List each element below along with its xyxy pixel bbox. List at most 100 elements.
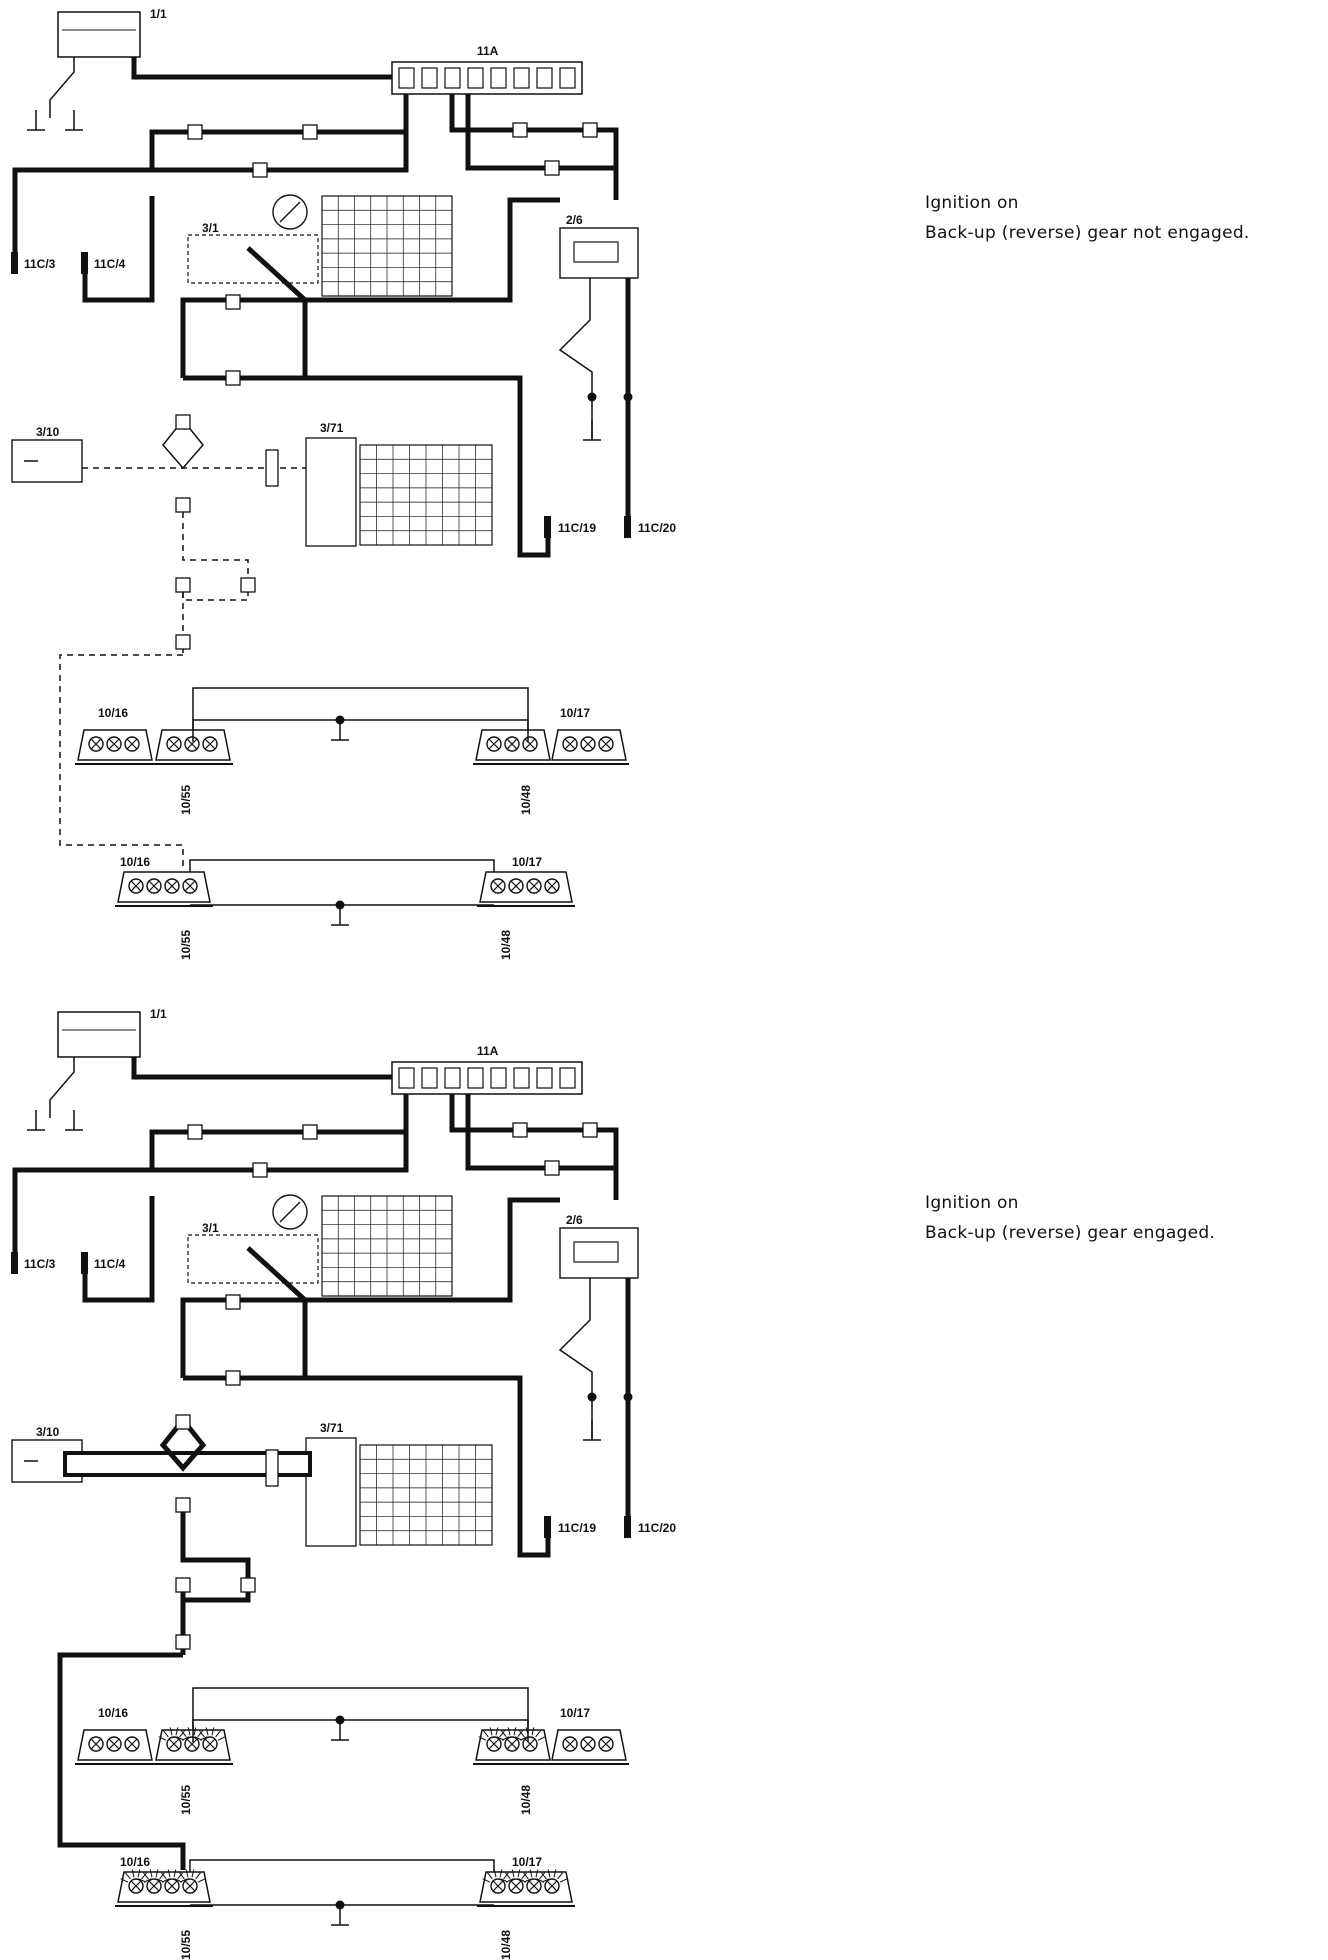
- fuse-slot: [513, 1067, 530, 1089]
- lamp-10-17-a-ray: [517, 1730, 524, 1738]
- lamp-10-16-b-ray: [193, 1727, 197, 1736]
- lamp-10-17-lower-ray: [535, 1869, 539, 1878]
- loop-to-11c19: [183, 375, 551, 558]
- conn-feed-2: [240, 577, 256, 593]
- lamp-10-16-lower-bulb-x: [130, 880, 142, 892]
- battery-ground-wire: [49, 1057, 75, 1118]
- lamp-10-17-lower-ray: [517, 1869, 521, 1878]
- gauge-needle-icon: [279, 1201, 301, 1223]
- lamp-10-16-lower-bulb-x: [148, 1880, 160, 1892]
- battery-box: [57, 11, 141, 58]
- lamp-10-17-a-ray: [496, 1736, 505, 1741]
- conn-harness-bottom: [175, 497, 191, 513]
- lamp-10-16-b-ray: [215, 1730, 222, 1738]
- lamp-10-17-lower-ray: [536, 1878, 545, 1883]
- lamp-10-16-b-ray: [180, 1730, 187, 1738]
- module-box: [305, 1437, 357, 1547]
- lamp-10-16-lower-ray: [138, 1878, 147, 1883]
- lamp-10-17-a-ray: [495, 1727, 499, 1736]
- battery-to-fuse-wire: [131, 1057, 392, 1080]
- lamp-10-17-b-bulb-x: [582, 1738, 594, 1750]
- harness-cross: [162, 419, 204, 470]
- lamp-10-17-lower-ray: [504, 1872, 511, 1880]
- conn-harness-side: [265, 1449, 279, 1487]
- fuse-slot: [444, 1067, 461, 1089]
- instrument-box: [187, 234, 319, 284]
- conn-bus-1: [187, 124, 203, 140]
- lamp-10-16-lower-bulb-x: [184, 880, 196, 892]
- conn-11c3-block: [11, 252, 18, 274]
- lamp-10-16-lower-bulb-x: [166, 1880, 178, 1892]
- lamp-10-16-b-ray: [187, 1727, 191, 1736]
- relay-switch-wire: [558, 1278, 593, 1440]
- lamp-10-16-b-ray: [176, 1736, 185, 1741]
- conn-harness-top: [175, 414, 191, 430]
- lamp-10-17-a-ray: [518, 1730, 525, 1738]
- conn-bus-4: [512, 1122, 528, 1138]
- lamp-left-lower-label: 10/16: [120, 1855, 150, 1869]
- lamp-10-17-a-ray: [514, 1736, 523, 1741]
- lamp-right-upper-label: 10/17: [560, 706, 590, 720]
- relay-coil: [573, 1241, 619, 1263]
- wire-right-upper-label: 10/48: [519, 785, 533, 815]
- lamp-right-lower-label: 10/17: [512, 855, 542, 869]
- lamp-10-17-a-bulb-x: [506, 1738, 518, 1750]
- fuse-box: [391, 1061, 583, 1095]
- lamp-10-16-a-bulb-x: [90, 738, 102, 750]
- caption-panel-2: Ignition on Back-up (reverse) gear engag…: [925, 1188, 1215, 1248]
- lamp-upper-link-2: [192, 1719, 529, 1742]
- lamp-10-17-b-bulb-x: [564, 738, 576, 750]
- fuse-slot: [467, 1067, 484, 1089]
- relay-junction-dot: [587, 392, 597, 402]
- lamp-10-16-b-bulb-x: [168, 1738, 180, 1750]
- lamp-10-17-lower-ray: [503, 1872, 510, 1880]
- battery-box: [57, 1011, 141, 1058]
- lamp-10-17-lower-ray: [511, 1869, 515, 1878]
- lamp-10-17-a-ray: [489, 1727, 493, 1736]
- fuse-bus-left: [149, 1094, 409, 1168]
- lamp-10-16-b-ray: [197, 1730, 204, 1738]
- fuse-slot: [490, 1067, 507, 1089]
- lamp-feed-outer: [59, 654, 184, 870]
- lamp-10-17-lower-ray: [553, 1869, 557, 1878]
- lamp-feed-loop: [180, 1512, 251, 1603]
- conn-harness-side: [265, 449, 279, 487]
- conn-bus-2: [302, 1124, 318, 1140]
- lamp-10-17-lower-ray: [521, 1872, 528, 1880]
- conn-bus-3: [252, 1162, 268, 1178]
- lamp-10-16-lower-bulb-x: [130, 1880, 142, 1892]
- gauge-needle-icon: [279, 201, 301, 223]
- lamp-10-17-b-bulb-x: [564, 1738, 576, 1750]
- relay-out-dot: [623, 392, 633, 402]
- conn-feed-1: [175, 577, 191, 593]
- lamp-10-17-a-bulb-x: [488, 1738, 500, 1750]
- module-label: 3/71: [320, 1421, 344, 1435]
- fuse-slot: [490, 67, 507, 89]
- lamp-10-17-lower-ray: [539, 1872, 546, 1880]
- lamp-10-16-a-bulb-x: [108, 738, 120, 750]
- harness-cross: [159, 1418, 207, 1472]
- wire-left-upper-label: 10/55: [179, 1785, 193, 1815]
- conn-bus-3: [252, 162, 268, 178]
- lamp-10-16-lower-ray: [159, 1872, 166, 1880]
- lamp-10-16-lower-ray: [173, 1869, 177, 1878]
- relay-label: 2/6: [566, 1213, 583, 1227]
- fuse-slot: [444, 67, 461, 89]
- wire-right-lower-label: 10/48: [499, 1930, 513, 1960]
- fuse-bus-outer: [12, 1132, 409, 1265]
- lamp-upper-link: [192, 687, 529, 730]
- lamp-10-17-a-ray: [482, 1730, 489, 1738]
- relay-box: [559, 227, 639, 279]
- lamp-10-16-b-bulb-x: [204, 1738, 216, 1750]
- lamp-upper-link-2: [192, 719, 529, 742]
- lamp-10-16-lower-ray: [131, 1869, 135, 1878]
- lamp-10-17-lower-ray: [500, 1878, 509, 1883]
- lamp-10-16-lower-bulb-x: [148, 880, 160, 892]
- lamp-10-16-lower-ray: [197, 1878, 206, 1883]
- lamp-10-16-a-bulb-x: [126, 738, 138, 750]
- fuse-bus-right-2: [465, 1094, 616, 1171]
- fuse-bus-right-2: [465, 94, 616, 171]
- lamp-feed-outer: [57, 1652, 186, 1870]
- lamp-10-16-lower-ray: [141, 1872, 148, 1880]
- conn-feed-3: [175, 1634, 191, 1650]
